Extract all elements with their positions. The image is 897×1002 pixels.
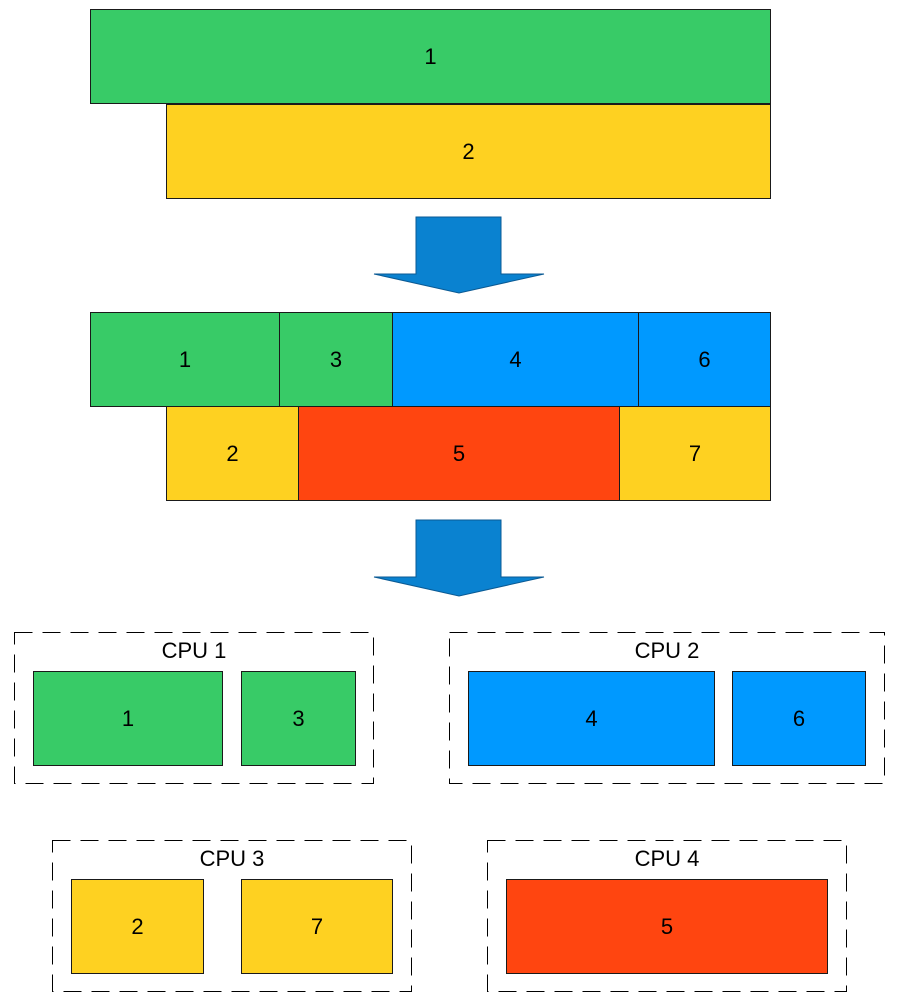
- cpu-group-3: CPU 3 2 7: [52, 840, 412, 992]
- block-5: 5: [506, 879, 828, 974]
- block-2: 2: [166, 104, 771, 199]
- cpu-label: CPU 4: [634, 846, 700, 871]
- cpu-group-2: CPU 2 4 6: [449, 632, 885, 784]
- block-6: 6: [638, 312, 771, 407]
- block-3: 3: [279, 312, 393, 407]
- block-5: 5: [298, 406, 620, 501]
- cpu-label: CPU 2: [634, 638, 700, 663]
- block-7: 7: [241, 879, 393, 974]
- block-2: 2: [71, 879, 204, 974]
- cpu-label: CPU 3: [199, 846, 265, 871]
- cpu-group-1: CPU 1 1 3: [14, 632, 374, 784]
- block-2: 2: [166, 406, 299, 501]
- block-7: 7: [619, 406, 771, 501]
- block-1: 1: [90, 312, 280, 407]
- cpu-label: CPU 1: [161, 638, 227, 663]
- block-6: 6: [732, 671, 866, 766]
- block-4: 4: [468, 671, 715, 766]
- down-arrow-icon: [373, 519, 545, 597]
- block-4: 4: [392, 312, 639, 407]
- down-arrow-icon: [373, 216, 545, 294]
- cpu-group-4: CPU 4 5: [487, 840, 847, 992]
- block-1: 1: [90, 9, 771, 104]
- block-3: 3: [241, 671, 356, 766]
- block-1: 1: [33, 671, 223, 766]
